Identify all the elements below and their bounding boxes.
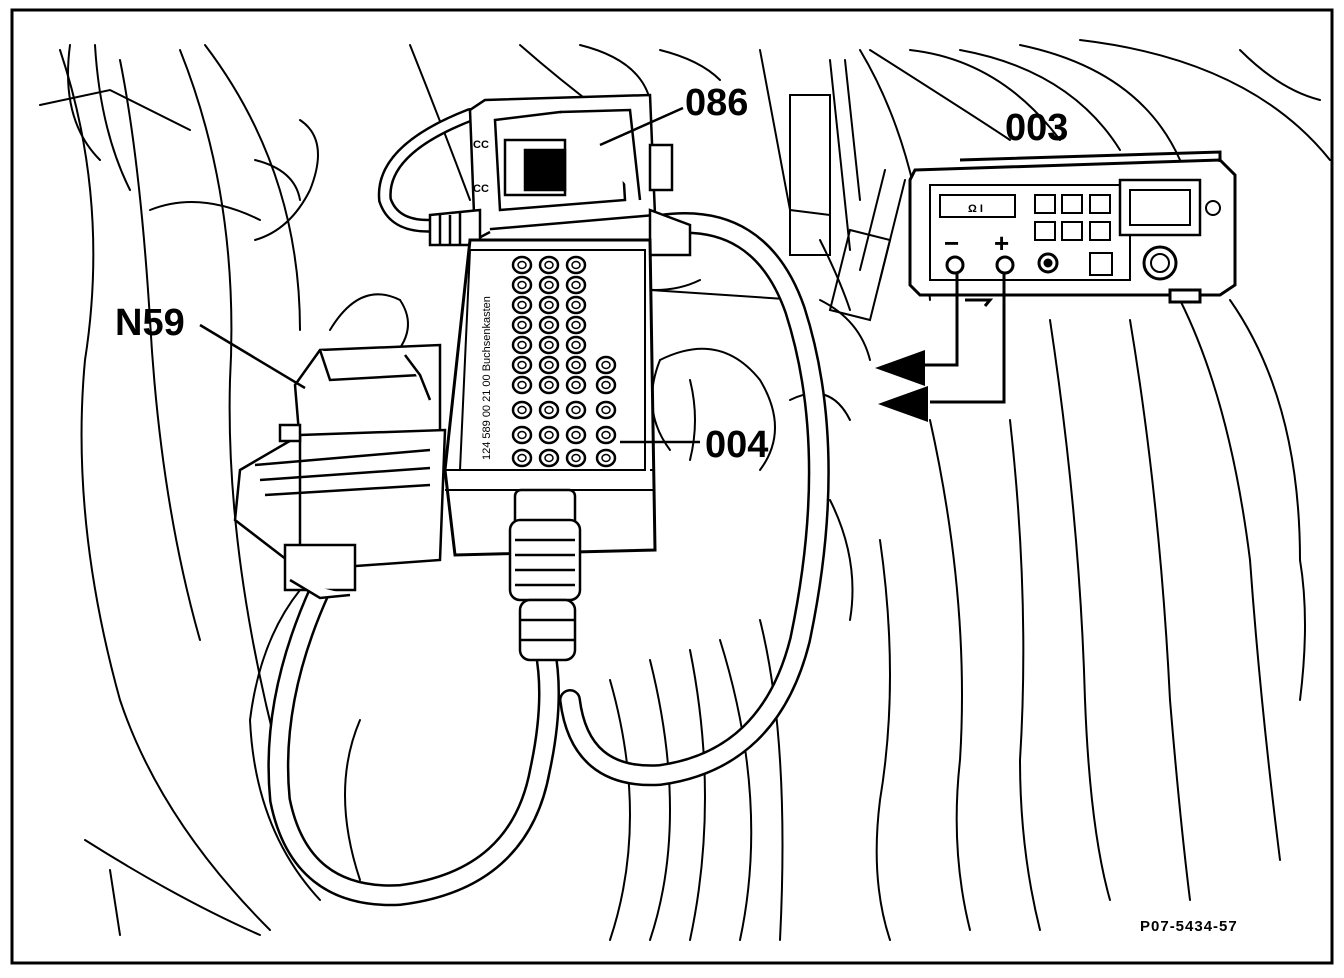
svg-text:CC: CC: [473, 139, 489, 151]
socket-jack: [595, 375, 617, 395]
svg-text:CC: CC: [473, 183, 489, 195]
socket-box-004: 124 589 00 21 00 Buchsenkasten: [443, 238, 657, 557]
socket-jack: [538, 255, 560, 275]
socket-grid: [511, 255, 617, 468]
leader-lines: [199, 106, 700, 444]
round-plug-connector: [508, 488, 582, 662]
socket-jack: [511, 355, 533, 375]
socket-jack: [511, 255, 533, 275]
socket-jack-hole: [571, 260, 581, 270]
socket-jack: [565, 355, 587, 375]
socket-jack: [538, 275, 560, 295]
socket-jack-hole: [544, 360, 554, 370]
socket-jack-hole: [544, 453, 554, 463]
socket-jack: [595, 425, 617, 445]
socket-jack: [511, 400, 533, 420]
arrow-icon: [875, 350, 928, 422]
socket-jack-hole: [571, 430, 581, 440]
socket-jack: [511, 275, 533, 295]
socket-jack: [538, 295, 560, 315]
figure-reference: P07-5434-57: [1140, 918, 1238, 935]
socket-jack-hole: [517, 430, 527, 440]
socket-jack: [538, 335, 560, 355]
socket-jack-hole: [571, 453, 581, 463]
socket-jack: [565, 255, 587, 275]
socket-jack-hole: [601, 380, 611, 390]
socket-jack: [595, 400, 617, 420]
socket-jack-hole: [517, 453, 527, 463]
socket-jack: [511, 295, 533, 315]
socket-jack-hole: [544, 260, 554, 270]
socket-jack-hole: [517, 380, 527, 390]
socket-jack-hole: [571, 380, 581, 390]
socket-jack-hole: [517, 260, 527, 270]
socket-jack: [511, 375, 533, 395]
socket-jack-hole: [601, 360, 611, 370]
socket-jack-hole: [601, 453, 611, 463]
socket-jack-hole: [544, 320, 554, 330]
multimeter-003: [908, 150, 1237, 304]
socket-jack: [565, 335, 587, 355]
figure-frame: [10, 8, 1334, 965]
socket-jack-hole: [571, 340, 581, 350]
socket-jack-hole: [544, 340, 554, 350]
socket-jack-hole: [517, 405, 527, 415]
socket-box-text: 124 589 00 21 00 Buchsenkasten: [481, 296, 493, 460]
socket-jack: [511, 448, 533, 468]
socket-jack-hole: [544, 430, 554, 440]
tester-display-text: Ω I: [968, 203, 983, 215]
socket-jack: [565, 425, 587, 445]
socket-jack-hole: [517, 360, 527, 370]
socket-jack-hole: [517, 320, 527, 330]
control-unit-n59-plug: [233, 343, 447, 600]
socket-jack: [538, 400, 560, 420]
cable-loop-long: [267, 108, 830, 907]
socket-jack-hole: [544, 280, 554, 290]
adapter-086: CC CC: [428, 93, 692, 257]
socket-jack: [595, 355, 617, 375]
test-leads: [920, 272, 1006, 404]
socket-jack-hole: [571, 405, 581, 415]
socket-jack-hole: [517, 280, 527, 290]
socket-jack: [565, 295, 587, 315]
socket-jack: [538, 355, 560, 375]
vehicle-interior-background: [39, 39, 1331, 941]
socket-jack: [565, 400, 587, 420]
socket-jack: [538, 425, 560, 445]
socket-jack: [565, 315, 587, 335]
socket-jack-hole: [517, 340, 527, 350]
socket-jack-hole: [517, 300, 527, 310]
socket-jack: [511, 335, 533, 355]
socket-jack-hole: [544, 300, 554, 310]
socket-jack-hole: [544, 380, 554, 390]
socket-jack: [538, 375, 560, 395]
tester-plus-label: +: [994, 228, 1009, 258]
label-004: 004: [705, 424, 768, 466]
label-003: 003: [1005, 107, 1068, 149]
socket-jack: [595, 448, 617, 468]
socket-jack-hole: [601, 430, 611, 440]
label-n59: N59: [115, 302, 185, 344]
socket-jack-hole: [571, 280, 581, 290]
socket-jack: [511, 425, 533, 445]
socket-jack: [538, 315, 560, 335]
socket-jack: [565, 448, 587, 468]
socket-jack: [565, 375, 587, 395]
socket-jack-hole: [571, 320, 581, 330]
socket-jack-hole: [601, 405, 611, 415]
socket-jack-hole: [544, 405, 554, 415]
socket-jack-hole: [571, 360, 581, 370]
label-086: 086: [685, 82, 748, 124]
socket-jack: [511, 315, 533, 335]
socket-jack: [538, 448, 560, 468]
tester-minus-label: −: [944, 228, 959, 258]
socket-jack-hole: [571, 300, 581, 310]
socket-jack: [565, 275, 587, 295]
